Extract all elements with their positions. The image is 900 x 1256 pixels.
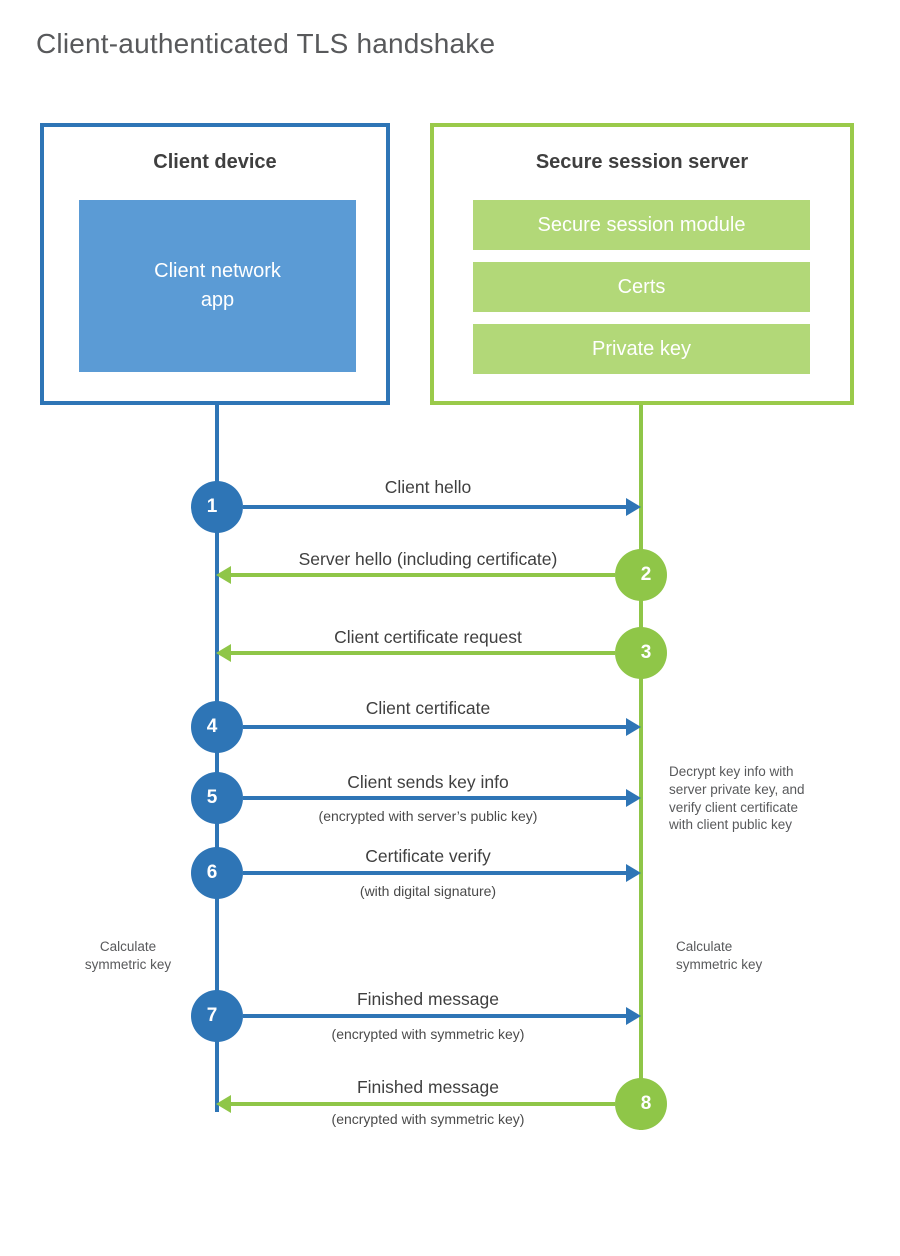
server-module-private-key: Private key xyxy=(473,324,810,374)
message-5-arrow xyxy=(243,789,641,807)
message-5-label: Client sends key info xyxy=(347,772,509,792)
step-6-badge: 6 xyxy=(191,847,243,899)
decrypt-key-note: Decrypt key info with server private key… xyxy=(669,764,805,833)
secure-session-server-title: Secure session server xyxy=(535,151,749,173)
step-2-badge: 2 xyxy=(615,549,667,601)
message-4-arrow xyxy=(243,718,641,736)
client-device-title: Client device xyxy=(153,151,277,173)
message-7-arrow xyxy=(243,1007,641,1025)
server-module-certs: Certs xyxy=(473,262,810,312)
message-5-sublabel: (encrypted with server’s public key) xyxy=(318,808,538,824)
message-2-label: Server hello (including certificate) xyxy=(298,549,558,569)
message-6-arrow xyxy=(243,864,641,882)
calculate-symmetric-key-note-client: Calculate symmetric key xyxy=(84,939,172,972)
message-8-label: Finished message xyxy=(356,1077,500,1097)
message-1-label: Client hello xyxy=(384,477,472,497)
message-3-label: Client certificate request xyxy=(334,627,522,647)
client-lifeline xyxy=(215,405,219,1112)
step-4-badge: 4 xyxy=(191,701,243,753)
message-7-label: Finished message xyxy=(356,989,500,1009)
step-1-badge: 1 xyxy=(191,481,243,533)
message-7-sublabel: (encrypted with symmetric key) xyxy=(331,1026,525,1042)
message-6-sublabel: (with digital signature) xyxy=(359,883,497,899)
message-4-label: Client certificate xyxy=(365,698,491,718)
message-6-label: Certificate verify xyxy=(365,846,491,866)
client-network-app-box: Client network app xyxy=(79,200,356,372)
step-7-badge: 7 xyxy=(191,990,243,1042)
calculate-symmetric-key-note-server: Calculate symmetric key xyxy=(676,939,763,972)
message-2-arrow xyxy=(216,566,615,584)
step-8-badge: 8 xyxy=(615,1078,667,1130)
message-1-arrow xyxy=(243,498,641,516)
page-title: Client-authenticated TLS handshake xyxy=(36,28,496,59)
message-8-arrow xyxy=(216,1095,615,1113)
server-module-secure-session: Secure session module xyxy=(473,200,810,250)
step-3-badge: 3 xyxy=(615,627,667,679)
server-lifeline xyxy=(639,405,643,1130)
message-8-sublabel: (encrypted with symmetric key) xyxy=(331,1111,525,1127)
step-5-badge: 5 xyxy=(191,772,243,824)
message-3-arrow xyxy=(216,644,615,662)
